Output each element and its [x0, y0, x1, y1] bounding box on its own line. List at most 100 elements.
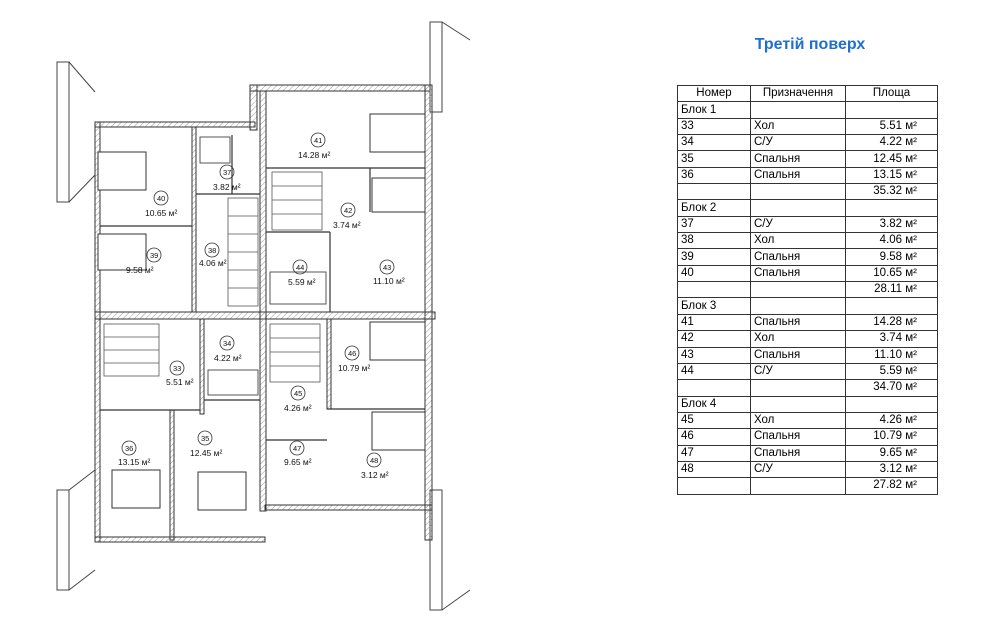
cell-number: 40 — [677, 264, 751, 283]
room-36-number: 36 — [125, 444, 133, 453]
room-46-number: 46 — [348, 349, 356, 358]
cell-purpose: Спальня — [750, 248, 846, 266]
cell-number: 35 — [677, 150, 751, 168]
table-row: 28.11 м² — [677, 281, 938, 299]
room-35-area: 12.45 м² — [190, 448, 222, 458]
room-36-area: 13.15 м² — [118, 457, 150, 467]
cell-number: 42 — [677, 330, 751, 348]
cell-number: 34 — [677, 134, 751, 152]
header-number: Номер — [677, 84, 751, 103]
room-42-area: 3.74 м² — [333, 220, 361, 230]
cell-area: 28.11 м² — [845, 281, 938, 299]
cell-area: 12.45 м² — [845, 150, 938, 168]
cell-number: 33 — [677, 117, 751, 136]
cell-area: 35.32 м² — [845, 183, 938, 201]
cell-area: 3.82 м² — [845, 215, 938, 234]
floor-plan: 40 10.65 м² 39 9.58 м² 38 4.06 м² 37 3.8… — [56, 21, 471, 611]
cell-number: 47 — [677, 444, 751, 462]
cell-purpose: С/У — [750, 460, 846, 479]
cell-number: 39 — [677, 248, 751, 266]
cell-area: 10.65 м² — [845, 264, 938, 283]
page-title: Третій поверх — [754, 36, 866, 53]
cell-number: 38 — [677, 232, 751, 250]
cell-purpose: Спальня — [750, 264, 846, 283]
table-row: 34.70 м² — [677, 379, 938, 397]
cell-purpose: Спальня — [750, 444, 846, 462]
cell-area: 4.06 м² — [845, 232, 938, 250]
room-33-number: 33 — [173, 364, 181, 373]
cell-number: 46 — [677, 428, 751, 446]
cell-purpose: Хол — [750, 117, 846, 136]
cell-number: 48 — [677, 460, 751, 479]
cell-area: 3.74 м² — [845, 330, 938, 348]
cell-area — [845, 199, 938, 217]
room-40-area: 10.65 м² — [145, 208, 177, 218]
staircases — [103, 171, 323, 383]
cell-purpose — [750, 199, 846, 217]
cell-number: 43 — [677, 346, 751, 364]
room-37-area: 3.82 м² — [213, 182, 241, 192]
cell-purpose: Спальня — [750, 428, 846, 446]
table-row: Блок 3 — [677, 297, 938, 315]
table-row: Блок 2 — [677, 199, 938, 217]
cell-purpose — [750, 183, 846, 201]
room-34-number: 34 — [223, 339, 231, 348]
room-34-area: 4.22 м² — [214, 353, 242, 363]
table-row: Блок 1 — [677, 101, 938, 119]
room-41-area: 14.28 м² — [298, 150, 330, 160]
cell-purpose — [750, 281, 846, 299]
cell-purpose: Спальня — [750, 313, 846, 332]
cell-number: 41 — [677, 313, 751, 332]
bathtubs — [199, 136, 327, 396]
room-35-number: 35 — [201, 434, 209, 443]
room-48-area: 9.65 м² — [284, 457, 312, 467]
cell-area: 5.59 м² — [845, 362, 938, 381]
room-45-number: 45 — [294, 389, 302, 398]
cell-purpose: С/У — [750, 134, 846, 152]
room-39-number: 39 — [150, 251, 158, 260]
room-37-number: 37 — [223, 168, 231, 177]
cell-area: 3.12 м² — [845, 460, 938, 479]
beds — [97, 113, 426, 511]
cell-number: Блок 4 — [677, 395, 751, 413]
room-40-number: 40 — [157, 194, 165, 203]
cell-area: 9.58 м² — [845, 248, 938, 266]
table-row: Блок 4 — [677, 395, 938, 413]
table-row: 27.82 м² — [677, 477, 938, 495]
room-47-number: 48 — [370, 456, 378, 465]
cell-area: 27.82 м² — [845, 477, 938, 495]
cell-area: 10.79 м² — [845, 428, 938, 446]
cell-area: 9.65 м² — [845, 444, 938, 462]
cell-number: 36 — [677, 166, 751, 185]
room-33-area: 5.51 м² — [166, 377, 194, 387]
cell-area — [845, 395, 938, 413]
cell-area: 5.51 м² — [845, 117, 938, 136]
table-header-row: Номер Призначення Площа — [677, 84, 938, 103]
cell-number: Блок 3 — [677, 297, 751, 315]
cell-area — [845, 101, 938, 119]
cell-number: 44 — [677, 362, 751, 381]
room-47-area: 3.12 м² — [361, 470, 389, 480]
cell-purpose — [750, 395, 846, 413]
cell-number: 45 — [677, 411, 751, 430]
cell-number — [677, 183, 751, 201]
room-44-number: 44 — [296, 263, 304, 272]
cell-purpose: Хол — [750, 411, 846, 430]
table-row: 35.32 м² — [677, 183, 938, 201]
cell-area: 4.26 м² — [845, 411, 938, 430]
partitions — [100, 135, 425, 441]
cell-number: 37 — [677, 215, 751, 234]
cell-number: Блок 1 — [677, 101, 751, 119]
cell-area: 13.15 м² — [845, 166, 938, 185]
cell-area: 11.10 м² — [845, 346, 938, 364]
